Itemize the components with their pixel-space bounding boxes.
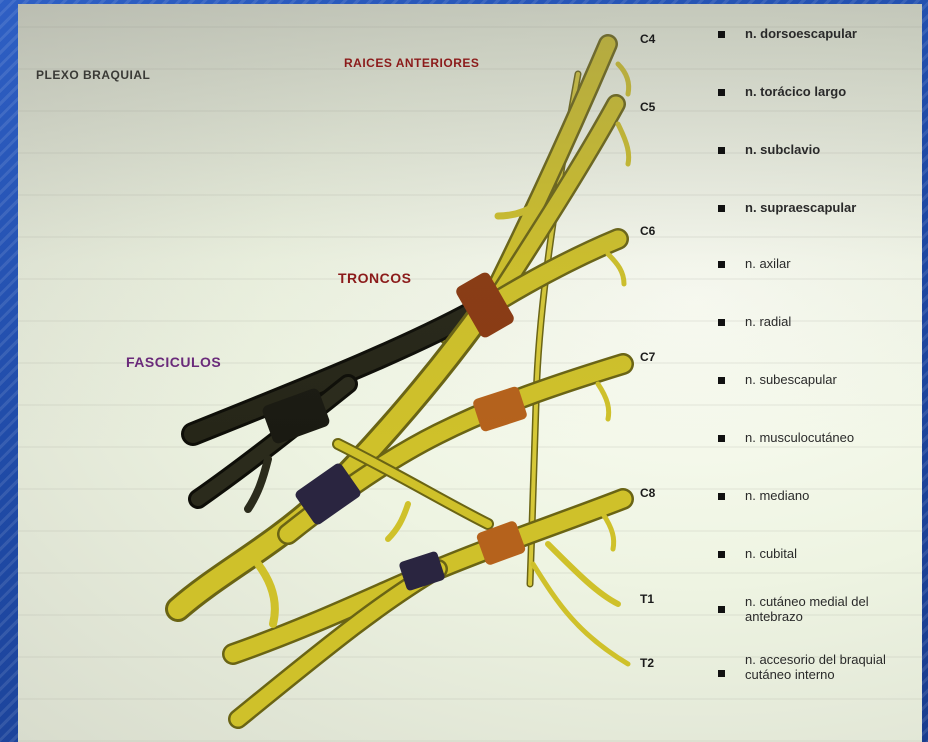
legend-item: n. axilar (706, 256, 916, 271)
legend-text: n. subclavio (745, 142, 820, 157)
cords-label: FASCICULOS (126, 354, 221, 370)
legend-text: n. cutáneo medial del antebrazo (745, 594, 895, 624)
bullet-icon (718, 261, 725, 268)
legend-item: n. cubital (706, 546, 916, 561)
bullet-icon (718, 551, 725, 558)
bullet-icon (718, 147, 725, 154)
legend-text: n. mediano (745, 488, 809, 503)
legend-item: n. subclavio (706, 142, 916, 157)
legend-item: n. torácico largo (706, 84, 916, 99)
legend-item: n. cutáneo medial del antebrazo (706, 594, 916, 624)
legend-item: n. dorsoescapular (706, 26, 916, 41)
legend-text: n. dorsoescapular (745, 26, 857, 41)
bullet-icon (718, 319, 725, 326)
bullet-icon (718, 31, 725, 38)
legend-item: n. radial (706, 314, 916, 329)
bullet-icon (718, 377, 725, 384)
bullet-icon (718, 205, 725, 212)
legend-text: n. subescapular (745, 372, 837, 387)
slide: PLEXO BRAQUIAL RAICES ANTERIORES TRONCOS… (18, 4, 922, 742)
legend-text: n. supraescapular (745, 200, 856, 215)
trunks-label: TRONCOS (338, 270, 412, 286)
legend-item: n. mediano (706, 488, 916, 503)
legend-item: n. musculocutáneo (706, 430, 916, 445)
legend-item: n. accesorio del braquial cutáneo intern… (706, 652, 916, 682)
legend-text: n. musculocutáneo (745, 430, 854, 445)
root-label-c6: C6 (640, 224, 655, 238)
root-label-t1: T1 (640, 592, 654, 606)
legend-item: n. subescapular (706, 372, 916, 387)
legend-text: n. cubital (745, 546, 797, 561)
bullet-icon (718, 435, 725, 442)
bullet-icon (718, 606, 725, 613)
plexus-title: PLEXO BRAQUIAL (36, 68, 150, 82)
legend-text: n. radial (745, 314, 791, 329)
root-label-c8: C8 (640, 486, 655, 500)
legend-text: n. axilar (745, 256, 791, 271)
root-label-c5: C5 (640, 100, 655, 114)
legend-text: n. accesorio del braquial cutáneo intern… (745, 652, 895, 682)
legend-item: n. supraescapular (706, 200, 916, 215)
root-label-t2: T2 (640, 656, 654, 670)
root-label-c7: C7 (640, 350, 655, 364)
legend-text: n. torácico largo (745, 84, 846, 99)
root-label-c4: C4 (640, 32, 655, 46)
roots-label: RAICES ANTERIORES (344, 56, 479, 70)
bullet-icon (718, 89, 725, 96)
bullet-icon (718, 493, 725, 500)
bullet-icon (718, 670, 725, 677)
